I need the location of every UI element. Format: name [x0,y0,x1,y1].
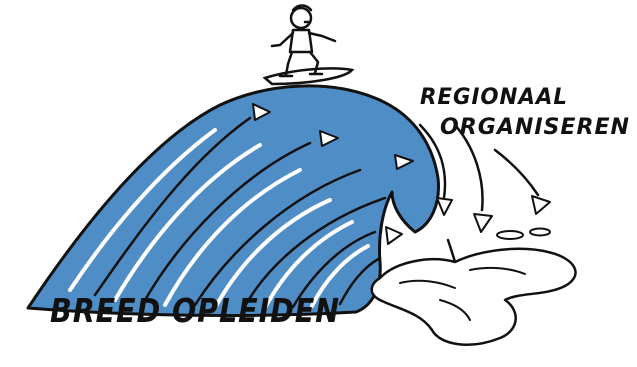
droplet [529,227,551,237]
wave-body [26,84,440,317]
arrow-heads-inner [252,103,414,245]
arrow-head [473,213,493,233]
arrow-head [252,103,271,121]
flow-lines [93,116,387,309]
arrow-head [394,154,414,170]
arrow-head [385,226,403,245]
label-organiseren: ORGANISEREN [440,115,630,140]
surfboard [262,67,355,86]
wave-streaks [68,128,370,310]
surfer-figure [270,4,337,78]
droplet [496,230,524,240]
arrow-head [319,130,339,147]
label-breed-opleiden: BREED OPLEIDEN [50,291,340,330]
arrow-head [436,197,453,216]
arrow-head [531,195,551,215]
splash-puddle [370,227,577,346]
surfer-head [289,6,313,30]
label-regionaal: REGIONAAL [420,85,568,110]
